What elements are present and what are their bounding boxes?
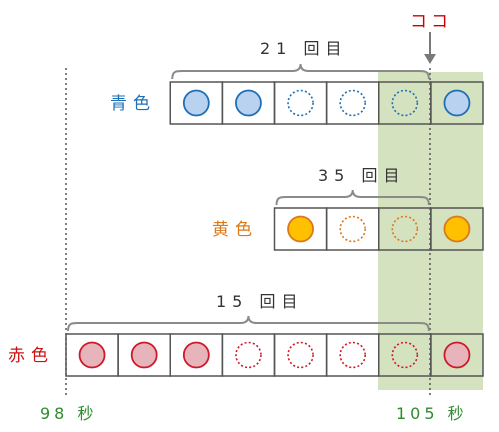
marker-arrow-icon [424, 32, 436, 64]
dotted-circle-icon [339, 341, 366, 369]
cell-box [430, 333, 484, 377]
cell-box [325, 207, 380, 251]
row-3: 赤色 15 回目 [8, 292, 484, 377]
row-label: 黄色 [212, 220, 258, 240]
marker-label: ココ [410, 12, 452, 32]
brace-icon [67, 315, 430, 332]
filled-circle-icon [287, 215, 314, 243]
filled-circle-icon [235, 89, 262, 117]
count-label: 35 回目 [318, 166, 405, 185]
dotted-circle-icon [391, 89, 419, 117]
dotted-circle-icon [391, 215, 419, 243]
row-2: 黄色 35 回目 [212, 166, 484, 251]
cell-box [273, 81, 328, 125]
filled-circle-icon [182, 89, 210, 117]
dotted-circle-icon [287, 89, 314, 117]
filled-circle-icon [443, 215, 471, 243]
row-label: 青色 [110, 94, 156, 114]
filled-circle-icon [130, 341, 158, 369]
cell-box [273, 333, 328, 377]
count-label: 15 回目 [216, 292, 303, 311]
brace-icon [275, 189, 430, 206]
cell-box [430, 81, 484, 125]
row-1: 青色 21 回目 [110, 39, 484, 125]
filled-circle-icon [443, 341, 471, 369]
filled-circle-icon [78, 341, 106, 369]
dotted-circle-icon [287, 341, 314, 369]
end-time-label: 105 秒 [396, 404, 468, 423]
start-time-label: 98 秒 [40, 404, 97, 423]
dotted-circle-icon [339, 89, 366, 117]
dotted-circle-icon [235, 341, 262, 369]
brace-icon [171, 63, 430, 80]
dotted-circle-icon [391, 341, 419, 369]
row-label: 赤色 [8, 346, 54, 366]
dotted-circle-icon [339, 215, 366, 243]
cell-box [325, 81, 380, 125]
filled-circle-icon [182, 341, 210, 369]
cell-box [430, 207, 484, 251]
cell-box [221, 333, 276, 377]
cell-box [325, 333, 380, 377]
count-label: 21 回目 [260, 39, 347, 58]
filled-circle-icon [443, 89, 471, 117]
